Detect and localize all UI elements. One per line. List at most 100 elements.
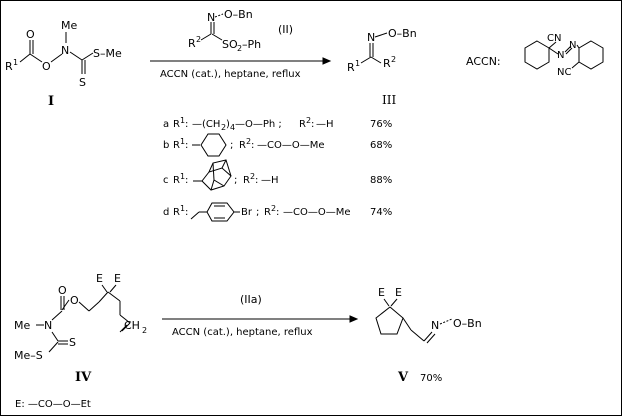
iv-atom-s-methyl: Me–S <box>14 349 43 362</box>
entry-d-colon: : <box>185 207 188 218</box>
atom-n: N <box>61 44 69 57</box>
entry-c-sep: ; <box>234 175 237 186</box>
compound-V: E E N O–Bn V 70% <box>375 286 482 385</box>
svg-text:c: c <box>163 175 169 186</box>
entry-d: d R 1 : Br ; R 2 : —CO—O—Me 74% <box>163 202 392 222</box>
entry-b-r1-prefix: R <box>173 140 180 151</box>
iv-atom-n: N <box>44 319 52 332</box>
reagent-so2-subscript: 2 <box>237 44 242 53</box>
entry-a: a R 1 : —(CH 2 ) 4 —O—Ph ; R 2 : —H 76% <box>163 116 392 132</box>
product-atom-r1: R <box>347 61 355 74</box>
reagent-ph: –Ph <box>242 38 261 51</box>
svg-text:b: b <box>163 140 169 151</box>
accn-structure: ACCN: CN N N NC <box>466 33 604 78</box>
v-atom-n: N <box>431 319 439 332</box>
entry-a-r1-part1: —(CH <box>192 119 220 130</box>
accn-azo-n1: N <box>557 50 564 61</box>
entry-a-colon2: : <box>311 119 314 130</box>
atom-r1-superscript: 1 <box>13 58 18 67</box>
entry-b: b R 1 : ; R 2 : —CO—O—Me 68% <box>163 133 392 157</box>
product-r1-superscript: 1 <box>355 59 360 68</box>
atom-n-methyl: Me <box>61 19 77 32</box>
reagent-atom-n: N <box>207 11 215 24</box>
entry-a-colon: : <box>185 119 188 130</box>
compound-label-V: V <box>397 370 409 385</box>
atom-r1: R <box>5 60 13 73</box>
compound-label-IV: IV <box>75 370 92 385</box>
entry-a-r1-part3: —O—Ph ; <box>235 119 282 130</box>
iv-atom-n-methyl: Me <box>14 319 30 332</box>
atom-s-methyl: S–Me <box>93 47 122 60</box>
product-atom-n: N <box>367 31 375 44</box>
compound-I: R 1 O O N Me S S–Me I <box>5 19 122 109</box>
entry-c-r2: —H <box>261 175 279 186</box>
entry-a-r1-prefix: R <box>173 119 180 130</box>
entry-b-sep: ; <box>230 140 233 151</box>
reagent-so2: SO <box>222 38 238 51</box>
entry-c-r2-sup: 2 <box>250 172 255 181</box>
entry-b-yield: 68% <box>370 140 392 151</box>
product-r2-superscript: 2 <box>391 55 396 64</box>
iv-atom-thione-s: S <box>69 336 76 349</box>
v-atom-e2: E <box>395 286 402 299</box>
reagent-obn: O–Bn <box>224 8 253 21</box>
entry-a-sub2: 2 <box>221 123 226 132</box>
compound-III: N O–Bn R 1 R 2 III <box>347 27 417 107</box>
atom-thione-s: S <box>79 76 86 89</box>
compound-label-I: I <box>48 94 54 109</box>
iv-atom-ch2: CH <box>124 319 140 332</box>
reaction-arrow-2: (IIa) ACCN (cat.), heptane, reflux <box>162 293 359 338</box>
entry-b-r2-sup: 2 <box>246 137 251 146</box>
iv-atom-e1: E <box>96 272 103 285</box>
entry-a-yield: 76% <box>370 119 392 130</box>
accn-nc-bottom: NC <box>557 67 571 78</box>
v-obn: O–Bn <box>453 317 482 330</box>
entry-c: c R 1 : ; R 2 : —H 88% <box>163 159 392 191</box>
entry-d-yield: 74% <box>370 207 392 218</box>
accn-label: ACCN: <box>466 55 501 68</box>
entry-a-r2: —H <box>316 119 334 130</box>
entry-a-r1-sup: 1 <box>180 116 185 125</box>
entry-c-colon: : <box>185 175 188 186</box>
v-yield: 70% <box>420 373 442 384</box>
entry-d-r1-sup: 1 <box>180 204 185 213</box>
reagent-label-IIa: (IIa) <box>240 293 262 306</box>
reagent-atom-r2: R <box>188 37 196 50</box>
entry-a-sub4: 4 <box>230 123 235 132</box>
product-obn: O–Bn <box>388 27 417 40</box>
entry-c-adamantyl-cage <box>193 159 232 191</box>
conditions-2: ACCN (cat.), heptane, reflux <box>172 327 313 338</box>
accn-cn-top: CN <box>547 33 561 44</box>
compound-IV: E E O O N Me S Me–S CH 2 IV <box>14 272 147 385</box>
reagent-label-II: (II) <box>278 23 293 36</box>
entry-a-r2-sup: 2 <box>306 116 311 125</box>
atom-ester-o: O <box>42 60 51 73</box>
reaction-arrow-1: ACCN (cat.), heptane, reflux <box>150 57 332 80</box>
atom-carbonyl-o: O <box>26 28 35 41</box>
entry-c-r2-prefix: R <box>243 175 250 186</box>
svg-text:d: d <box>163 207 169 218</box>
entry-b-colon: : <box>185 140 188 151</box>
reagent-r2-superscript: 2 <box>196 35 201 44</box>
entry-d-br: Br <box>241 207 253 218</box>
entry-b-r1-sup: 1 <box>180 137 185 146</box>
iv-atom-o-carbonyl: O <box>58 284 67 297</box>
entry-a-r1-part2: ) <box>226 119 230 130</box>
entry-d-r2: —CO—O—Me <box>283 207 351 218</box>
v-atom-e1: E <box>378 286 385 299</box>
entry-c-r1-sup: 1 <box>180 172 185 181</box>
accn-azo-n2: N <box>569 40 576 51</box>
iv-ch2-subscript: 2 <box>142 326 147 335</box>
entry-b-colon2: : <box>251 140 254 151</box>
svg-text:a: a <box>163 119 169 130</box>
compound-label-III: III <box>382 93 396 107</box>
conditions-1: ACCN (cat.), heptane, reflux <box>160 69 301 80</box>
entry-d-colon2: : <box>276 207 279 218</box>
iv-atom-e2: E <box>114 272 121 285</box>
entry-d-benzene-ring <box>206 202 235 222</box>
e-definition: E: —CO—O—Et <box>15 399 91 410</box>
entry-b-r2-prefix: R <box>239 140 246 151</box>
reagent-II: N O–Bn R 2 SO 2 –Ph (II) <box>188 8 293 53</box>
